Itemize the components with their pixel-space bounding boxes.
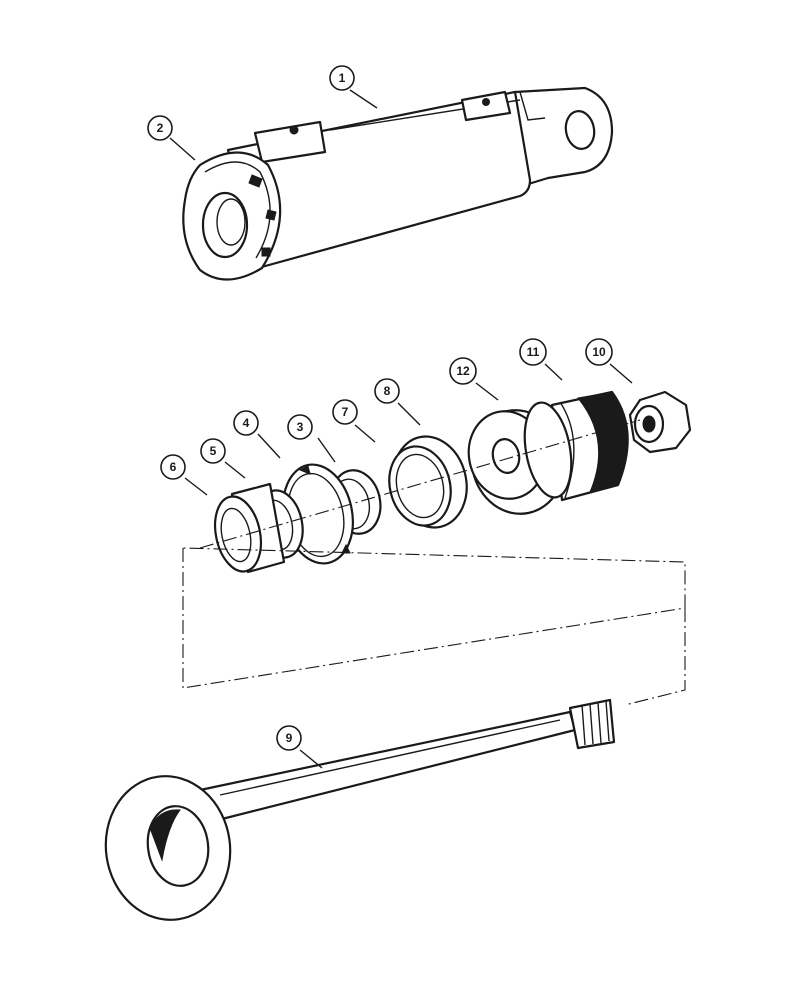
piston-rod-part (104, 698, 616, 921)
svg-text:9: 9 (286, 731, 293, 745)
wiper-part-6 (213, 482, 286, 574)
piston-part (523, 390, 629, 502)
svg-text:7: 7 (342, 405, 349, 419)
svg-text:10: 10 (592, 345, 606, 359)
svg-text:6: 6 (170, 460, 177, 474)
leader-lines (169, 89, 633, 769)
svg-text:8: 8 (384, 384, 391, 398)
callout-10: 10 (585, 338, 613, 366)
svg-text:4: 4 (243, 416, 250, 430)
seal-part-8 (388, 435, 468, 529)
callout-4: 4 (233, 410, 259, 436)
callout-1: 1 (329, 65, 355, 91)
callout-3: 3 (287, 414, 313, 440)
assembly-axis (199, 419, 641, 549)
assembly-boundary (182, 547, 686, 706)
svg-text:1: 1 (339, 71, 346, 85)
svg-text:11: 11 (527, 345, 540, 359)
nut-part (628, 390, 692, 454)
svg-text:2: 2 (157, 121, 164, 135)
callout-7: 7 (332, 399, 358, 425)
callout-11: 11 (519, 338, 547, 366)
svg-text:12: 12 (456, 364, 470, 378)
callout-5: 5 (200, 438, 226, 464)
callout-6: 6 (160, 454, 186, 480)
callout-12: 12 (449, 357, 477, 385)
cylinder-barrel (182, 86, 614, 281)
svg-text:5: 5 (210, 444, 217, 458)
svg-text:3: 3 (297, 420, 304, 434)
callout-8: 8 (374, 378, 400, 404)
callout-2: 2 (147, 115, 173, 141)
callout-9: 9 (276, 725, 302, 751)
